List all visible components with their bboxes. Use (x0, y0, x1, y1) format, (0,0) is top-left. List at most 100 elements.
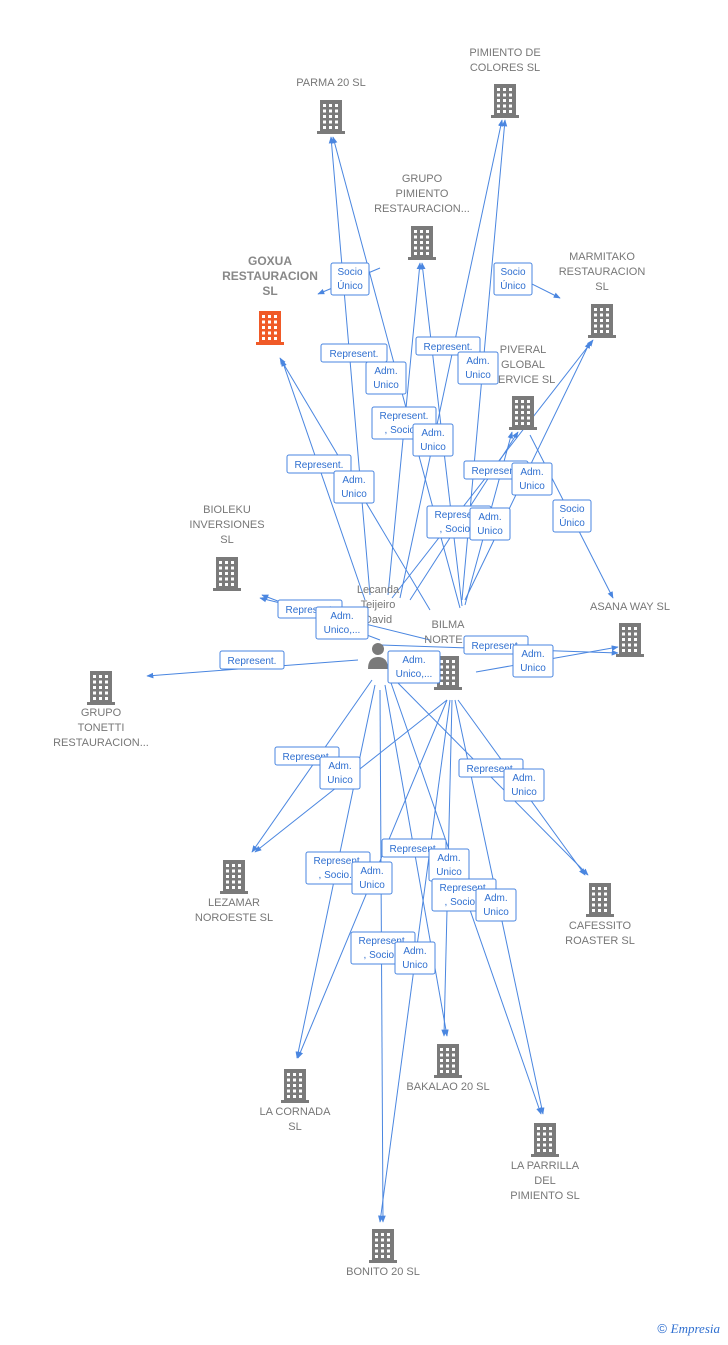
node-grupo-pimiento[interactable]: GRUPOPIMIENTORESTAURACION... (374, 173, 470, 260)
edge-label-l14[interactable]: Adm.Unico (469, 507, 511, 541)
node-label: INVERSIONES (189, 519, 264, 531)
node-label: RESTAURACION (222, 269, 318, 283)
edge-label-text: Adm. (484, 893, 507, 904)
edge-label-text: Unico (465, 370, 491, 381)
edge-label-l9[interactable]: Represent. (286, 454, 352, 474)
edge-label-text: Represent. (295, 460, 344, 471)
edge-label-text: Represent. (424, 342, 473, 353)
edge-label-l3[interactable]: Represent. (320, 343, 388, 363)
node-asana[interactable]: ASANA WAY SL (590, 601, 670, 657)
edge-label-text: Adm. (328, 761, 351, 772)
building-icon (509, 396, 537, 430)
node-label: Teijeiro (361, 599, 396, 611)
edge-label-l29[interactable]: Adm. Unico (428, 848, 470, 882)
edge-label-text: Unico (520, 663, 546, 674)
node-label: LA CORNADA (260, 1106, 332, 1118)
edge-label-text: Adm. (402, 655, 425, 666)
node-label: PIVERAL (500, 344, 546, 356)
building-icon (588, 304, 616, 338)
edge-label-l4[interactable]: Adm.Unico (365, 361, 407, 395)
edge-label-l18[interactable]: Represent. (219, 650, 285, 670)
edge-label-text: Represent. (314, 856, 363, 867)
building-icon (281, 1069, 309, 1103)
node-label: BONITO 20 SL (346, 1266, 420, 1278)
edge-label-text: Represent. (435, 510, 484, 521)
node-label: COLORES SL (470, 62, 540, 74)
edge-label-text: Adm. (342, 475, 365, 486)
node-label: SL (262, 284, 277, 298)
node-marmitako[interactable]: MARMITAKO RESTAURACION SL (559, 251, 646, 338)
edge-label-l5[interactable]: Represent. (415, 336, 481, 356)
node-label: David (364, 614, 392, 626)
edge-label-l25[interactable]: Adm. Unico (503, 768, 545, 802)
building-icon (434, 656, 462, 690)
node-label: PARMA 20 SL (296, 77, 366, 89)
edge-label-l23[interactable]: Adm.Unico (319, 756, 361, 790)
edge-label-text: Unico (511, 787, 537, 798)
edge-label-text: Represent. (472, 641, 521, 652)
edge-label-l33[interactable]: Adm.Unico (394, 941, 436, 975)
edge-label-l8[interactable]: Adm.Unico (412, 423, 454, 457)
node-label: GRUPO (402, 173, 443, 185)
edge-label-text: Represent. (440, 883, 489, 894)
edge-label-text: Represent. (472, 466, 521, 477)
node-label: RESTAURACION... (374, 203, 470, 215)
edge-label-text: Unico,... (324, 625, 361, 636)
node-label: MARMITAKO (569, 251, 635, 263)
building-icon (408, 226, 436, 260)
edge-label-l12[interactable]: Adm.Unico (511, 462, 553, 496)
node-label: NORTE... (424, 634, 471, 646)
node-label: GLOBAL (501, 359, 545, 371)
relationship-edge (399, 119, 504, 599)
edge-label-text: Represent. (228, 656, 277, 667)
edge-label-l10[interactable]: Adm.Unico (333, 470, 375, 504)
edge-label-l31[interactable]: Adm. Unico (475, 888, 517, 922)
node-label: RESTAURACION (559, 266, 646, 278)
edge-label-l19[interactable]: Adm.Unico,... (387, 650, 441, 684)
brand-logo[interactable]: Empresia (670, 1321, 720, 1336)
edge-label-l21[interactable]: Adm.Unico (512, 644, 554, 678)
node-grupo-tonetti[interactable]: GRUPOTONETTIRESTAURACION... (53, 671, 149, 749)
node-label: PIMIENTO DE (469, 47, 540, 59)
edge-label-text: Unico (519, 481, 545, 492)
edge-label-text: , Socio... (445, 897, 484, 908)
edge-label-text: Adm. (512, 773, 535, 784)
edge-label-text: Unico (483, 907, 509, 918)
node-label: ASANA WAY SL (590, 601, 670, 613)
node-label: SL (595, 281, 608, 293)
relationship-edge (384, 684, 449, 1037)
node-bonito[interactable]: BONITO 20 SL (346, 1229, 420, 1278)
edge-label-text: Unico (436, 867, 462, 878)
node-label: NOROESTE SL (195, 912, 273, 924)
node-label: BIOLEKU (203, 504, 251, 516)
node-label: GOXUA (248, 254, 292, 268)
edge-label-text: Adm. (437, 853, 460, 864)
node-pimiento-colores[interactable]: PIMIENTO DE COLORES SL (469, 47, 541, 118)
copyright-symbol: © (657, 1321, 668, 1336)
edge-label-l6[interactable]: Adm.Unico (457, 351, 499, 385)
node-parma[interactable]: PARMA 20 SL (296, 77, 366, 134)
edge-label-l27[interactable]: Adm.Unico (351, 861, 393, 895)
building-icon (317, 100, 345, 134)
edge-label-text: Unico (420, 442, 446, 453)
edge-label-text: Adm. (374, 366, 397, 377)
node-bakalao[interactable]: BAKALAO 20 SL (406, 1044, 490, 1093)
node-label: DEL (534, 1175, 555, 1187)
edge-label-l17[interactable]: Adm.Unico,... (315, 606, 369, 640)
edge-label-text: Represent. (467, 764, 516, 775)
edge-label-text: Adm. (478, 512, 501, 523)
edge-label-text: Socio (559, 504, 584, 515)
person-icon (368, 643, 388, 669)
node-bilma[interactable]: BILMANORTE... (424, 619, 472, 690)
